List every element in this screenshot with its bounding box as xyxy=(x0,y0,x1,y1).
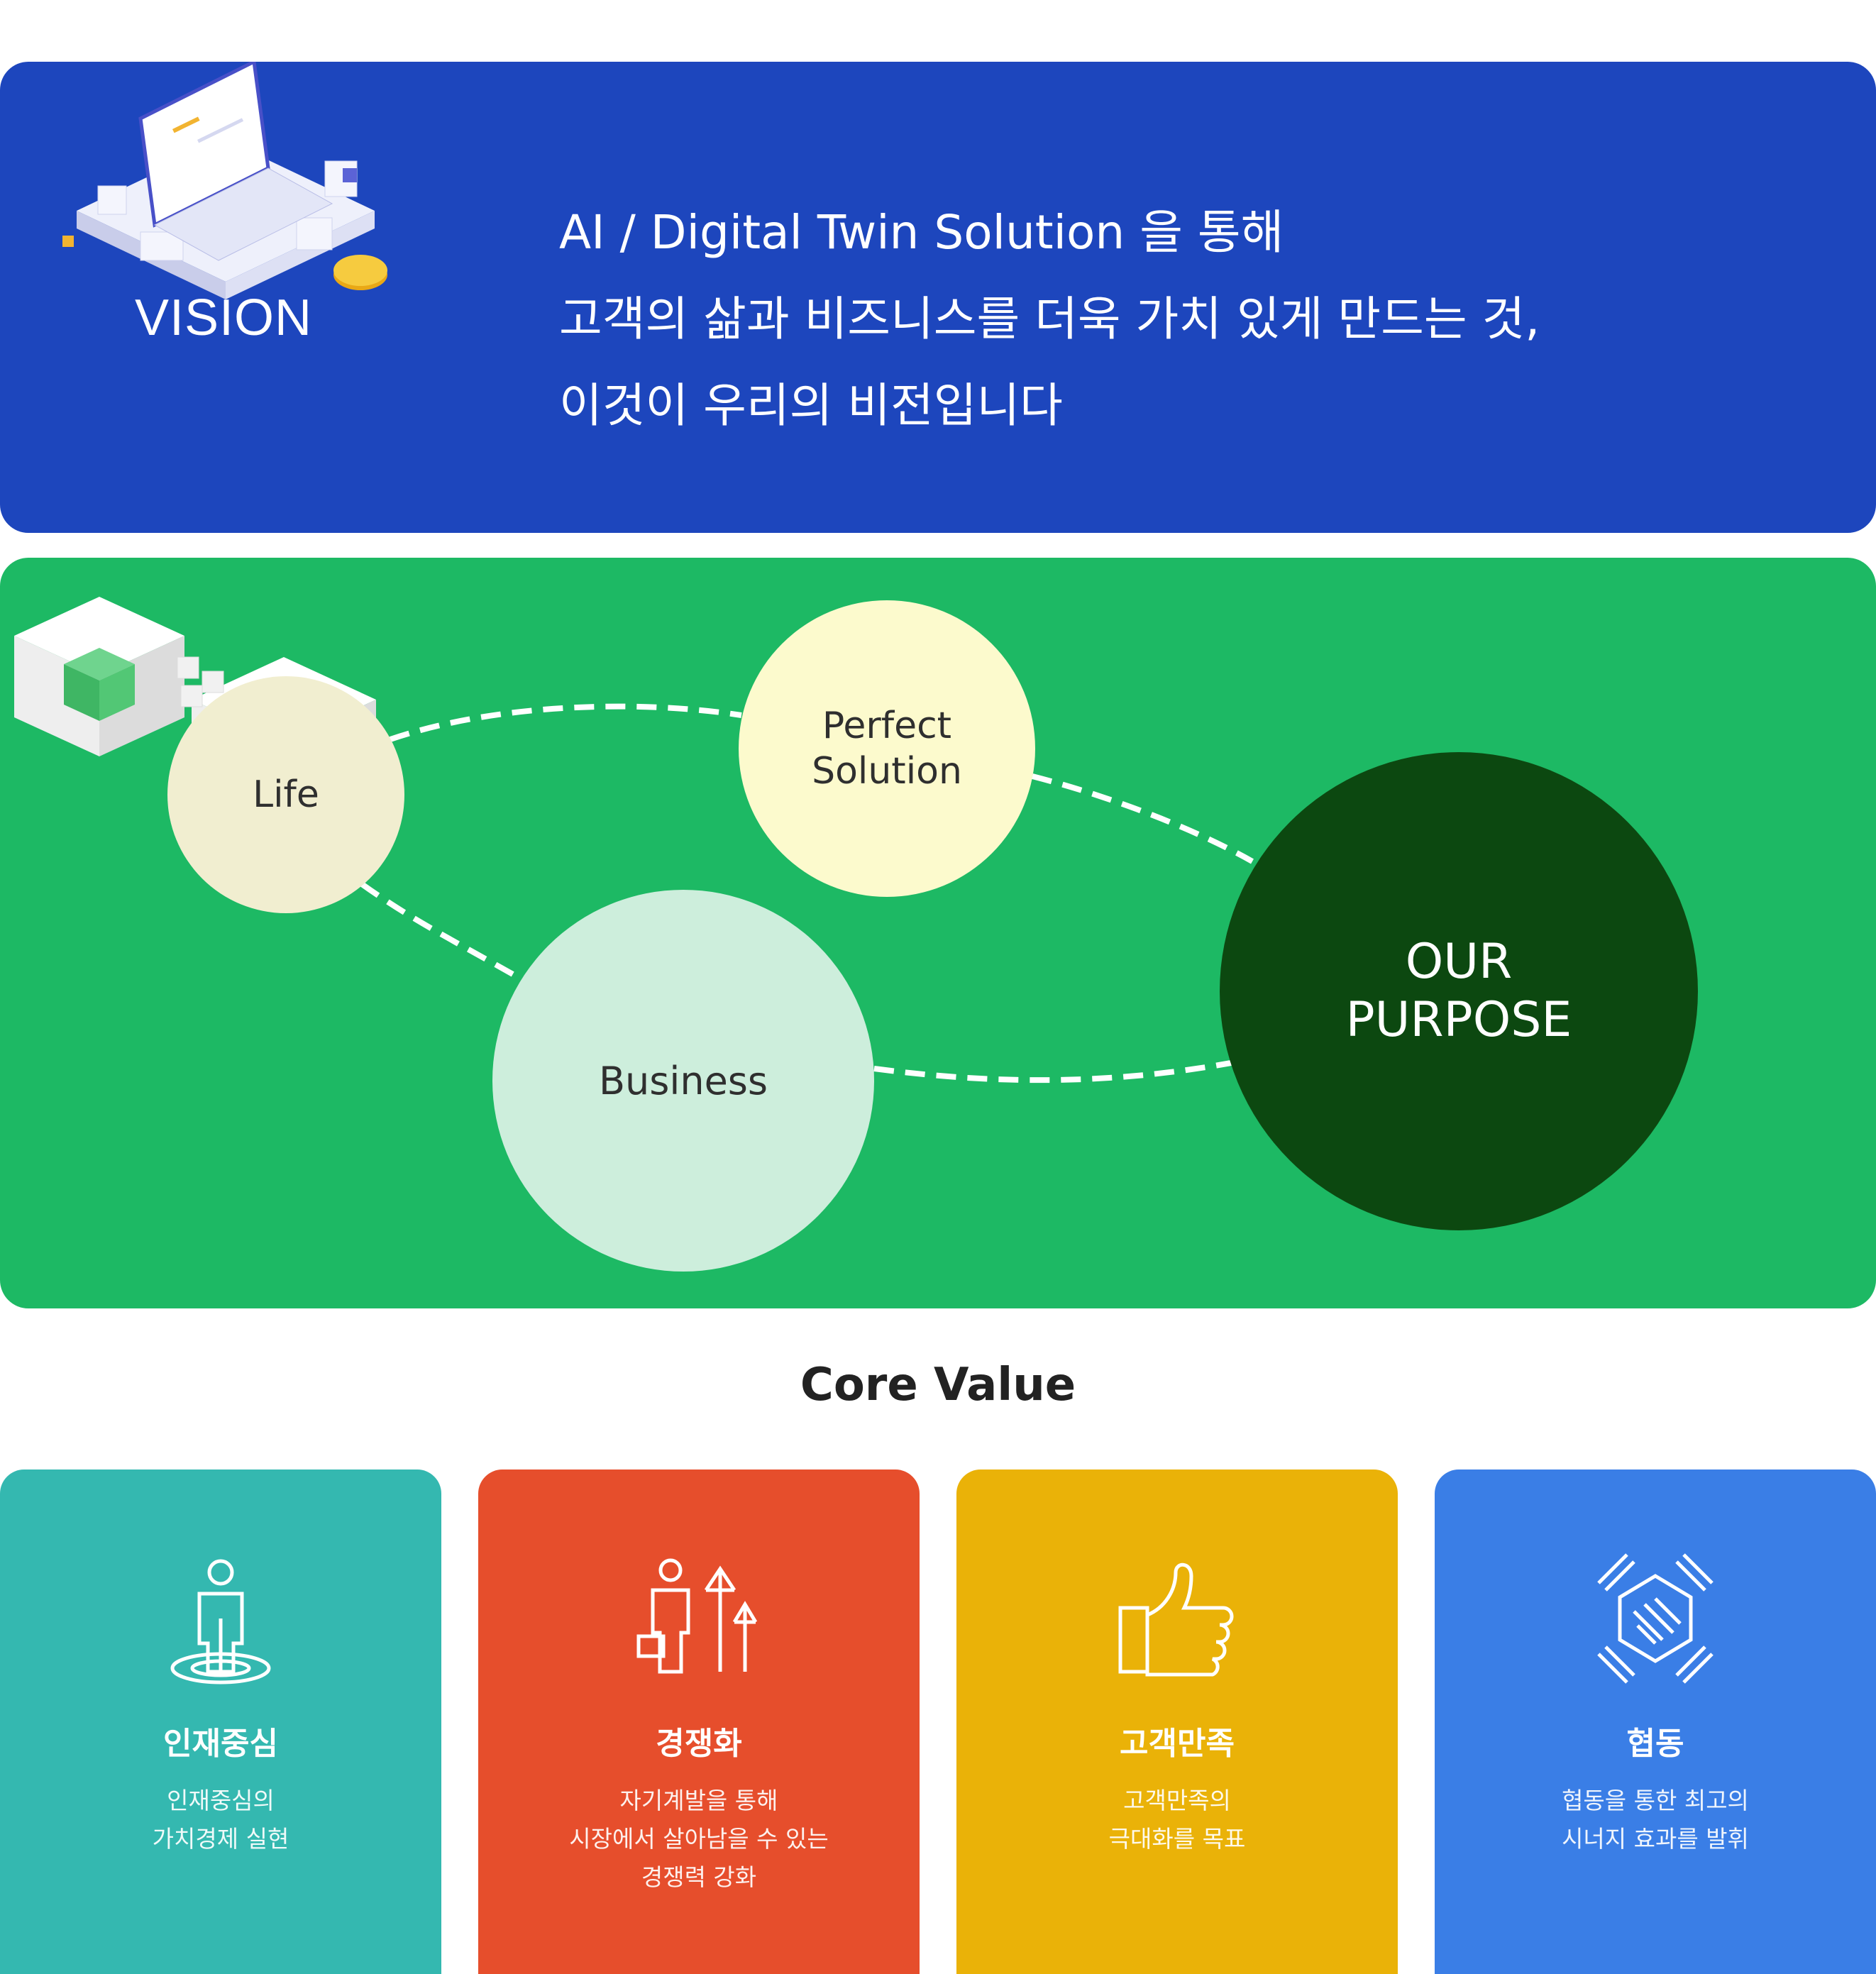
circle-our-purpose: OUR PURPOSE xyxy=(1220,752,1698,1230)
purpose-panel: Life Perfect Solution Business OUR PURPO… xyxy=(0,558,1876,1308)
dashed-connector-lines xyxy=(360,703,1254,1084)
handshake-icon xyxy=(1597,1553,1714,1684)
card-title-competition: 경쟁화 xyxy=(656,1726,742,1762)
core-value-card-competition: 경쟁화 자기계발을 통해 시장에서 살아남을 수 있는 경쟁력 강화 xyxy=(478,1470,920,1974)
circle-life: Life xyxy=(167,676,404,913)
card-title-talent: 인재중심 xyxy=(163,1726,278,1762)
circle-business: Business xyxy=(492,890,874,1272)
person-icon xyxy=(170,1559,271,1684)
thumbs-up-icon xyxy=(1118,1562,1234,1677)
card-title-cooperation: 협동 xyxy=(1626,1726,1684,1762)
core-value-card-talent: 인재중심 인재중심의 가치경제 실현 xyxy=(0,1470,441,1974)
core-value-card-customer: 고객만족 고객만족의 극대화를 목표 xyxy=(956,1470,1398,1974)
vision-line-2: 고객의 삶과 비즈니스를 더욱 가치 있게 만드는 것, xyxy=(559,292,1540,346)
core-value-card-cooperation: 협동 협동을 통한 최고의 시너지 효과를 발휘 xyxy=(1435,1470,1876,1974)
vision-statement: AI / Digital Twin Solution 을 통해 고객의 삶과 비… xyxy=(559,189,1540,449)
vision-label: VISION xyxy=(134,290,313,346)
vision-panel: VISION AI / Digital Twin Solution 을 통해 고… xyxy=(0,62,1876,533)
card-desc-competition: 자기계발을 통해 시장에서 살아남을 수 있는 경쟁력 강화 xyxy=(569,1787,829,1891)
vision-line-1: AI / Digital Twin Solution 을 통해 xyxy=(559,205,1284,260)
laptop-isometric-icon xyxy=(62,62,387,299)
card-desc-talent: 인재중심의 가치경제 실현 xyxy=(152,1787,289,1853)
growth-arrows-icon xyxy=(636,1558,758,1674)
vision-line-3: 이것이 우리의 비전입니다 xyxy=(559,378,1063,433)
card-desc-cooperation: 협동을 통한 최고의 시너지 효과를 발휘 xyxy=(1562,1787,1749,1853)
card-desc-customer: 고객만족의 극대화를 목표 xyxy=(1108,1787,1246,1853)
card-title-customer: 고객만족 xyxy=(1120,1726,1235,1762)
circle-perfect-solution: Perfect Solution xyxy=(739,600,1035,897)
core-value-title: Core Value xyxy=(800,1359,1076,1411)
